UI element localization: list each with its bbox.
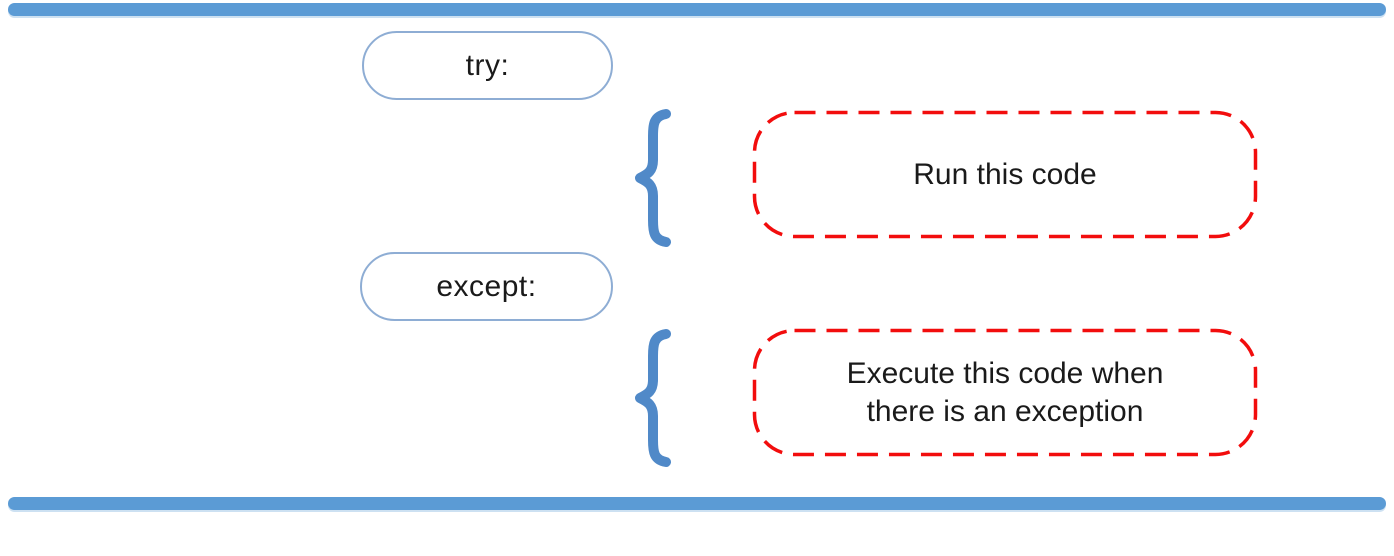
left-brace-icon-svg (635, 329, 671, 467)
except-keyword-shape: except: (360, 252, 613, 321)
left-brace-icon (631, 328, 675, 468)
except-body-text: Execute this code when there is an excep… (752, 328, 1258, 457)
try-body-text: Run this code (752, 110, 1258, 239)
bottom-divider-bar (8, 497, 1386, 510)
dashed-border (752, 110, 1258, 239)
try-keyword-shape: try: (362, 31, 613, 100)
left-brace-icon (631, 108, 675, 248)
try-body-line: Run this code (913, 157, 1097, 191)
except-body-box: Execute this code when there is an excep… (752, 328, 1258, 457)
except-keyword-label: except: (436, 269, 537, 303)
try-keyword-label: try: (465, 48, 510, 82)
dashed-border (752, 328, 1258, 457)
top-divider-bar (8, 3, 1386, 16)
left-brace-icon-svg (635, 109, 671, 247)
except-body-line-2: there is an exception (866, 394, 1144, 428)
except-body-line-1: Execute this code when (846, 356, 1164, 390)
try-body-box: Run this code (752, 110, 1258, 239)
